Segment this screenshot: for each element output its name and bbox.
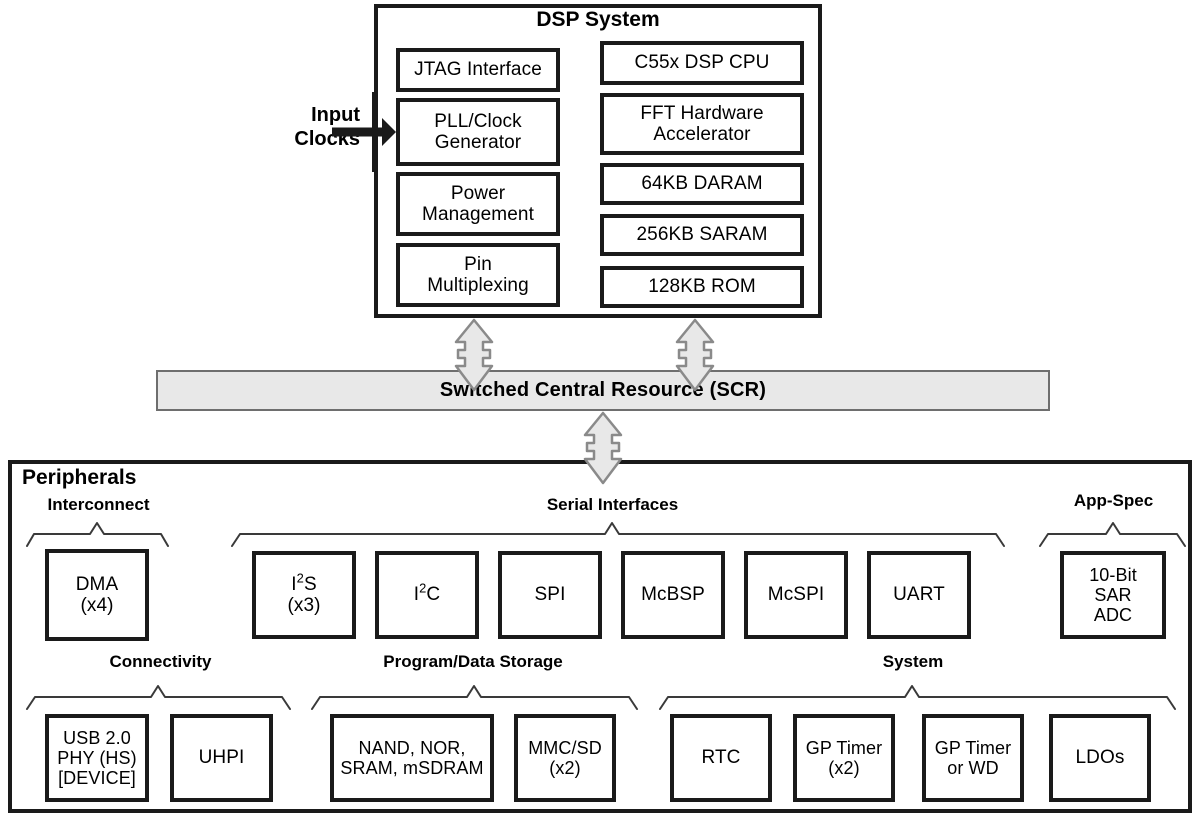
peripheral-block-ldos-label: LDOs: [1075, 747, 1125, 769]
input-clocks-line2: Clocks: [294, 128, 360, 150]
dsp-block-power-management-label: Power Management: [422, 182, 534, 225]
dsp-block-c55x-dsp-cpu-label: C55x DSP CPU: [634, 52, 770, 74]
peripheral-block-dma: DMA (x4): [45, 549, 149, 641]
input-clocks-line1: Input: [311, 104, 360, 126]
peripheral-block-i2c-label: I2C: [413, 581, 441, 606]
dsp-block-c55x-dsp-cpu: C55x DSP CPU: [600, 41, 804, 85]
group-label-serial-interfaces: Serial Interfaces: [546, 495, 679, 514]
group-label-app-spec: App-Spec: [1073, 491, 1154, 510]
peripheral-block-sar-adc-label: 10-Bit SAR ADC: [1089, 564, 1137, 626]
dsp-block-pin-multiplexing: Pin Multiplexing: [396, 243, 560, 307]
dsp-block-pin-multiplexing-label: Pin Multiplexing: [427, 253, 529, 296]
dsp-block-rom-128kb-label: 128KB ROM: [648, 276, 756, 298]
dsp-block-jtag-interface-label: JTAG Interface: [414, 59, 542, 81]
input-clocks-label: Input Clocks: [255, 103, 360, 151]
peripheral-block-spi-label: SPI: [534, 584, 566, 606]
peripheral-block-spi: SPI: [498, 551, 602, 639]
dsp-block-fft-hardware-accelerator: FFT Hardware Accelerator: [600, 93, 804, 155]
peripheral-block-uart: UART: [867, 551, 971, 639]
peripheral-block-gp-timer-label: GP Timer (x2): [805, 737, 883, 778]
peripheral-block-usb-phy: USB 2.0 PHY (HS) [DEVICE]: [45, 714, 149, 802]
peripheral-block-i2c: I2C: [375, 551, 479, 639]
peripheral-block-sar-adc: 10-Bit SAR ADC: [1060, 551, 1166, 639]
peripheral-block-mcbsp-label: McBSP: [641, 584, 705, 606]
group-label-interconnect: Interconnect: [47, 495, 150, 514]
peripheral-block-external-memory-label: NAND, NOR, SRAM, mSDRAM: [340, 737, 484, 778]
peripheral-block-gp-timer: GP Timer (x2): [793, 714, 895, 802]
scr-label: Switched Central Resource (SCR): [439, 379, 767, 401]
peripheral-block-ldos: LDOs: [1049, 714, 1151, 802]
dsp-block-jtag-interface: JTAG Interface: [396, 48, 560, 92]
dsp-block-rom-128kb: 128KB ROM: [600, 266, 804, 308]
peripheral-block-rtc: RTC: [670, 714, 772, 802]
peripheral-block-external-memory: NAND, NOR, SRAM, mSDRAM: [330, 714, 494, 802]
group-label-system: System: [882, 652, 944, 671]
group-label-program-data-storage: Program/Data Storage: [383, 652, 563, 671]
peripheral-block-mcspi-label: McSPI: [767, 584, 825, 606]
peripherals-title: Peripherals: [22, 466, 137, 489]
peripheral-block-uart-label: UART: [893, 584, 945, 606]
peripheral-block-rtc-label: RTC: [701, 747, 741, 769]
peripheral-block-uhpi-label: UHPI: [198, 747, 245, 769]
peripheral-block-mmc-sd-label: MMC/SD (x2): [528, 737, 602, 778]
peripheral-block-gp-timer-or-wd-label: GP Timer or WD: [934, 737, 1012, 778]
dsp-block-saram-256kb-label: 256KB SARAM: [636, 224, 768, 246]
dsp-block-fft-hardware-accelerator-label: FFT Hardware Accelerator: [640, 102, 764, 145]
dsp-block-daram-64kb-label: 64KB DARAM: [641, 173, 763, 195]
peripheral-block-usb-phy-label: USB 2.0 PHY (HS) [DEVICE]: [57, 727, 137, 789]
dsp-block-pll-clock-generator: PLL/Clock Generator: [396, 98, 560, 166]
peripheral-block-mmc-sd: MMC/SD (x2): [514, 714, 616, 802]
group-label-connectivity: Connectivity: [109, 652, 212, 671]
peripheral-block-mcspi: McSPI: [744, 551, 848, 639]
peripheral-block-mcbsp: McBSP: [621, 551, 725, 639]
dsp-block-pll-clock-generator-label: PLL/Clock Generator: [434, 110, 522, 153]
peripheral-block-i2s: I2S(x3): [252, 551, 356, 639]
peripheral-block-gp-timer-or-wd: GP Timer or WD: [922, 714, 1024, 802]
dsp-block-saram-256kb: 256KB SARAM: [600, 214, 804, 256]
dsp-block-power-management: Power Management: [396, 172, 560, 236]
dsp-system-title: DSP System: [536, 8, 660, 31]
dsp-block-daram-64kb: 64KB DARAM: [600, 163, 804, 205]
switched-central-resource-bar: Switched Central Resource (SCR): [156, 370, 1050, 411]
peripheral-block-dma-label: DMA (x4): [75, 573, 119, 616]
peripheral-block-uhpi: UHPI: [170, 714, 273, 802]
peripheral-block-i2s-label: I2S(x3): [287, 570, 321, 616]
